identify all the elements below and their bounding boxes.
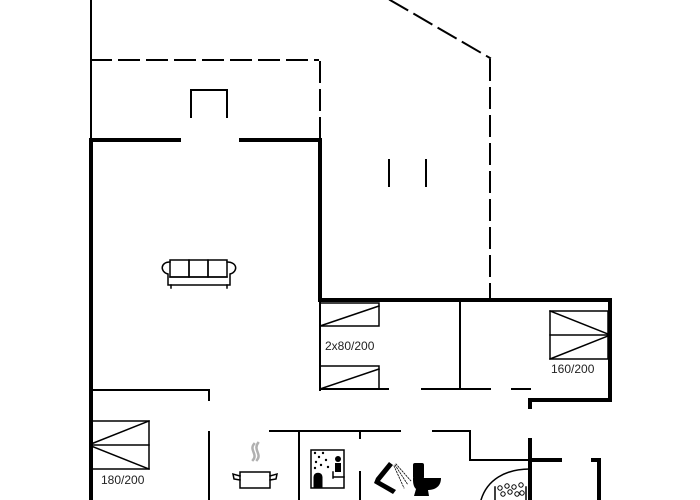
fireplace [190, 89, 228, 118]
shower-icon [374, 462, 412, 494]
bed-180 [90, 420, 150, 470]
service-walls [269, 430, 531, 500]
bed-160 [549, 310, 609, 360]
bed-label-180: 180/200 [101, 473, 145, 487]
bed-label-twin: 2x80/200 [325, 339, 375, 353]
living-room-walls [89, 138, 612, 500]
sauna-icon [310, 449, 345, 489]
toilet-icon [413, 463, 441, 496]
terrace-outline-dashed [90, 0, 492, 299]
bed-twin-bottom [319, 365, 380, 390]
sofa-icon [161, 259, 237, 289]
cooking-pot-icon [232, 441, 278, 489]
bed-twin-top [319, 302, 380, 327]
hall-walls-thick [528, 438, 601, 500]
west-bedroom-walls [90, 389, 210, 500]
shower-cabin-icon [480, 459, 531, 500]
bed-label-160: 160/200 [551, 362, 595, 376]
